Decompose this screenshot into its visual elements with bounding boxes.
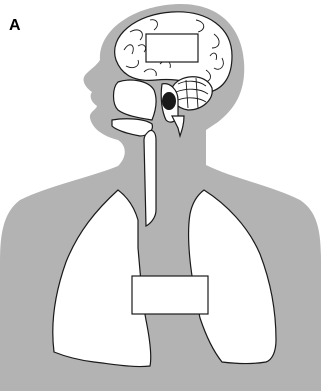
pons [162,92,176,110]
lungs-label-box[interactable] [132,276,208,314]
trachea [144,130,156,226]
brain-label-box[interactable] [146,34,198,62]
